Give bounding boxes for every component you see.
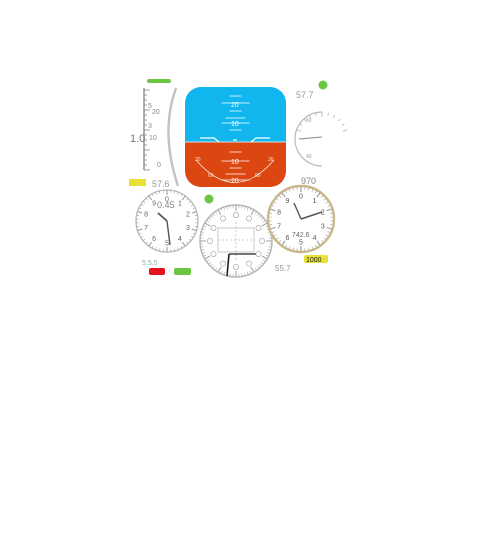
heading-readout: 55.7 xyxy=(275,264,291,273)
top-green-indicator xyxy=(147,79,171,83)
vsi-readout: 57.6 xyxy=(152,179,170,189)
attitude-indicator: 20 10 10 20 30 60 30 60 xyxy=(185,87,286,187)
speed-label-20: 20 xyxy=(152,109,160,116)
bottom-left-readout: 5.5.5 xyxy=(142,260,158,267)
bank-label-right-30: 30 xyxy=(268,157,274,163)
altimeter-label: 5 xyxy=(299,239,303,246)
airspeed-arc xyxy=(168,88,178,186)
airspeed-readout: 1.0 xyxy=(130,133,145,145)
small-gauge-needle xyxy=(299,137,322,139)
speed-label-10: 10 xyxy=(149,135,157,142)
speed-label-3: 3 xyxy=(148,123,152,130)
speed-label-0: 0 xyxy=(157,162,161,169)
altimeter-readout: 970 xyxy=(301,176,316,186)
small-gauge-tick xyxy=(328,113,329,116)
small-gauge-tick xyxy=(297,130,302,132)
altimeter-label: 4 xyxy=(313,235,317,242)
altimeter-kollsman: 742.6 xyxy=(292,232,310,239)
small-gauge-right: 60 40 xyxy=(295,112,347,166)
altimeter-label: 0 xyxy=(299,193,303,200)
clock-label: 5 xyxy=(165,240,169,247)
small-gauge-label-60: 60 xyxy=(306,118,312,124)
small-gauge-tick xyxy=(300,124,302,126)
clock-label: 2 xyxy=(186,212,190,219)
compass-green-indicator xyxy=(205,195,214,204)
clock-readout: 0.45 xyxy=(157,200,175,210)
pitch-label-sky-20: 20 xyxy=(231,102,239,109)
clock-label: 4 xyxy=(178,236,182,243)
small-gauge-tick xyxy=(338,119,340,121)
bottom-right-readout: 1000 xyxy=(306,257,322,264)
small-gauge-label-40: 40 xyxy=(306,154,312,160)
sky xyxy=(185,87,286,142)
pitch-label-ground-20: 20 xyxy=(231,178,239,185)
clock-label: 9 xyxy=(152,201,156,208)
clock-label: 6 xyxy=(152,236,156,243)
altimeter-label: 6 xyxy=(286,235,290,242)
heading-indicator xyxy=(200,205,272,277)
small-gauge-ticks xyxy=(297,112,348,131)
altimeter-label: 3 xyxy=(321,224,325,231)
clock-label: 7 xyxy=(144,225,148,232)
small-gauge-tick xyxy=(333,115,334,118)
clock-label: 8 xyxy=(144,212,148,219)
clock-label: 3 xyxy=(186,225,190,232)
small-gauge-tick xyxy=(343,130,348,132)
yellow-indicator xyxy=(129,179,146,186)
small-gauge-tick xyxy=(342,124,344,126)
bottom-right-readout-group: 1000 xyxy=(304,255,328,264)
altimeter-label: 7 xyxy=(277,224,281,231)
clock-label: 1 xyxy=(178,201,182,208)
airspeed-tape: 5 20 3 10 0 1.0 xyxy=(130,79,178,186)
red-indicator xyxy=(149,268,165,275)
top-right-green-indicator xyxy=(319,81,328,90)
altimeter-label: 1 xyxy=(313,198,317,205)
altimeter-label: 9 xyxy=(286,198,290,205)
altimeter-label: 8 xyxy=(277,209,281,216)
pitch-label-sky-10: 10 xyxy=(231,121,239,128)
green-indicator xyxy=(174,268,191,275)
altitude-readout: 57.7 xyxy=(296,90,314,100)
small-gauge-tick xyxy=(315,113,316,116)
airspeed-ticks xyxy=(144,90,150,170)
pitch-label-ground-10: 10 xyxy=(231,159,239,166)
